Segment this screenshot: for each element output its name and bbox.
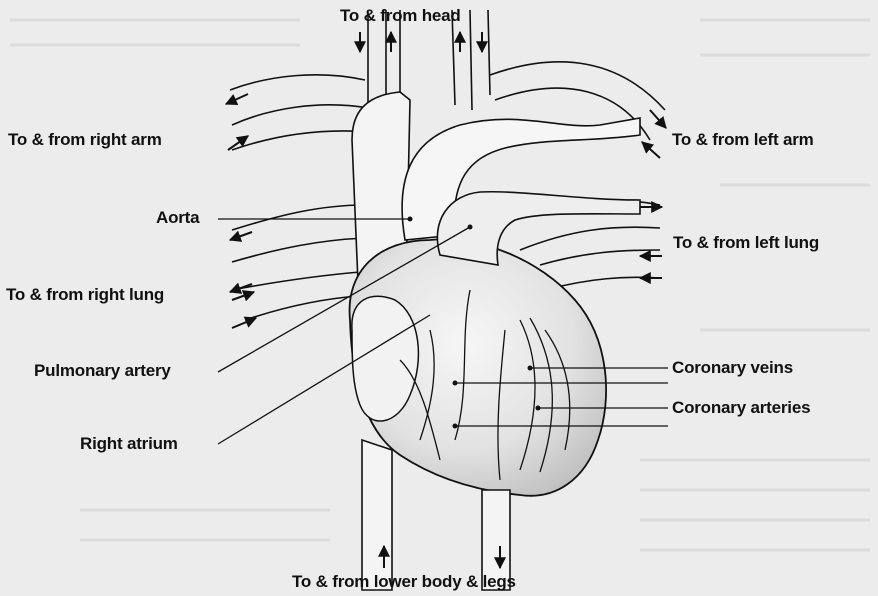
aortic-arch — [402, 118, 640, 240]
label-coronary-arteries: Coronary arteries — [672, 398, 810, 418]
label-right-arm: To & from right arm — [8, 130, 162, 150]
label-right-lung: To & from right lung — [6, 285, 164, 305]
label-left-arm: To & from left arm — [672, 130, 814, 150]
label-aorta: Aorta — [156, 208, 199, 228]
right-arm-vessels — [230, 75, 370, 150]
label-pulmonary-artery: Pulmonary artery — [34, 361, 171, 381]
label-coronary-veins: Coronary veins — [672, 358, 793, 378]
right-lung-vessels — [232, 205, 365, 320]
label-head: To & from head — [340, 6, 461, 26]
label-left-lung: To & from left lung — [673, 233, 819, 253]
label-right-atrium: Right atrium — [80, 434, 178, 454]
label-lower-body: To & from lower body & legs — [292, 572, 516, 592]
